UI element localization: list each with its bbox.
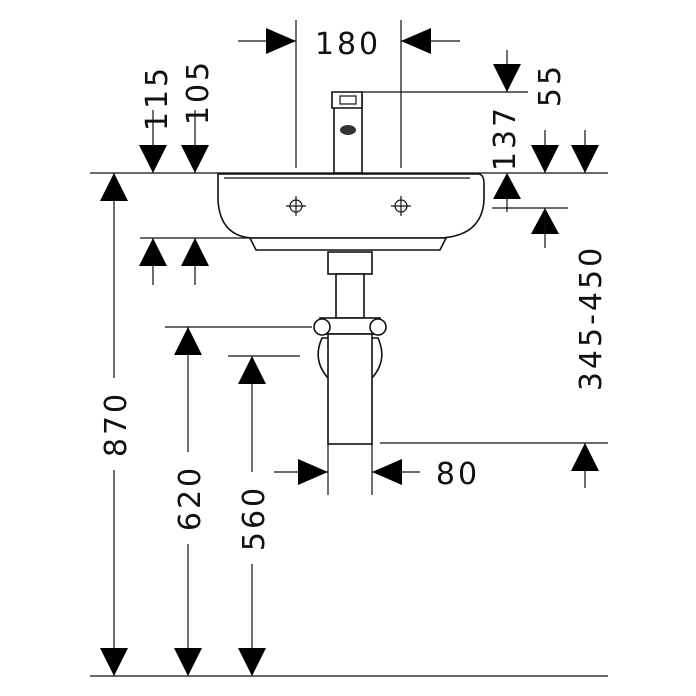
dimension-345-450: 345-450 (571, 245, 609, 488)
arrow-up-icon (493, 173, 521, 199)
arrow-down-icon (531, 145, 559, 173)
label-80: 80 (436, 457, 480, 492)
basin-body (217, 173, 485, 239)
faucet-aerator-icon (340, 125, 356, 135)
dimension-105: 105 (181, 59, 216, 285)
dimension-55: 55 (493, 50, 599, 173)
arrow-right-icon (266, 28, 296, 54)
arrow-down-icon (493, 64, 521, 92)
label-620: 620 (173, 465, 208, 531)
label-180: 180 (315, 27, 381, 62)
arrow-down-icon (181, 145, 209, 173)
drain-trap (313, 251, 387, 445)
trap-body (327, 333, 373, 445)
dimension-80: 80 (274, 444, 480, 495)
trap-side-cap-left (313, 318, 331, 336)
faucet (331, 91, 363, 174)
arrow-up-icon (100, 173, 128, 201)
arrow-left-icon (401, 28, 431, 54)
basin-underside (248, 237, 448, 251)
dimension-137: 137 (488, 105, 559, 248)
faucet-head (331, 91, 363, 109)
dimension-560: 560 (236, 356, 272, 676)
arrow-left-icon (372, 459, 402, 485)
arrow-up-icon (238, 356, 266, 384)
overflow-hole-right-icon (391, 196, 411, 216)
drain-tailpiece (335, 273, 365, 319)
arrow-down-icon (100, 648, 128, 676)
overflow-hole-left-icon (286, 196, 306, 216)
label-55: 55 (533, 63, 568, 107)
arrow-right-icon (298, 459, 328, 485)
basin (217, 173, 485, 251)
label-560: 560 (237, 485, 272, 551)
dimension-115: 115 (139, 65, 175, 285)
dimension-620: 620 (172, 327, 208, 676)
label-115: 115 (140, 65, 175, 131)
arrow-up-icon (571, 443, 599, 471)
dimension-870: 870 (98, 173, 134, 676)
arrow-down-icon (174, 648, 202, 676)
drain-coupling (327, 251, 373, 275)
arrow-up-icon (139, 238, 167, 266)
arrow-up-icon (181, 238, 209, 266)
arrow-down-icon (238, 648, 266, 676)
label-870: 870 (99, 391, 134, 457)
arrow-up-icon (174, 327, 202, 355)
dimension-180: 180 (238, 27, 460, 62)
arrow-down-icon (571, 145, 599, 173)
label-345-450: 345-450 (574, 245, 609, 391)
arrow-down-icon (139, 145, 167, 173)
label-137: 137 (488, 105, 523, 171)
faucet-lever (339, 95, 357, 105)
trap-side-cap-right (369, 318, 387, 336)
label-105: 105 (181, 59, 216, 125)
